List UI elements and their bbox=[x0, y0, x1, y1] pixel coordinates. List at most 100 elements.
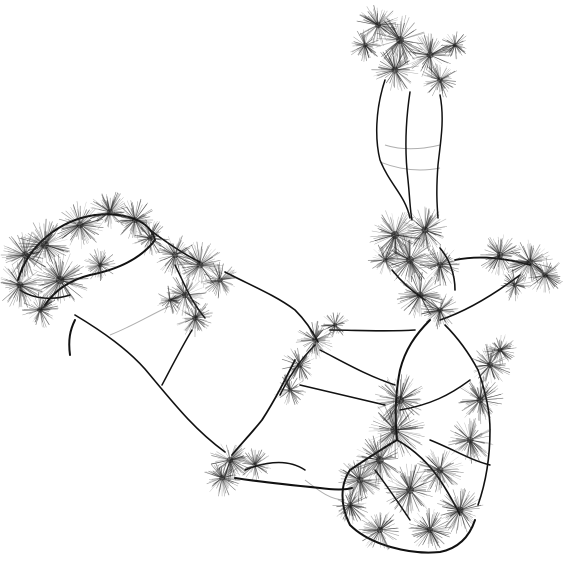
fiber-line bbox=[383, 70, 392, 74]
fiber-line bbox=[378, 26, 382, 44]
fiber-line bbox=[24, 239, 26, 254]
fiber-line bbox=[42, 306, 54, 310]
fiber-line bbox=[363, 480, 380, 487]
fiber-line bbox=[481, 382, 496, 398]
cluster-core bbox=[391, 231, 399, 239]
fiber-line bbox=[483, 385, 498, 398]
fiber-line bbox=[398, 414, 409, 426]
fiber-line bbox=[420, 524, 428, 530]
faint-edge bbox=[384, 144, 441, 150]
fiber-line bbox=[39, 303, 57, 311]
fiber-line bbox=[84, 260, 98, 265]
fiber-line bbox=[121, 207, 133, 218]
fiber-line bbox=[431, 526, 452, 531]
fiber-line bbox=[363, 462, 376, 470]
fiber-line bbox=[338, 505, 350, 513]
fiber-line bbox=[413, 242, 430, 258]
fiber-line bbox=[26, 254, 41, 258]
fiber-line bbox=[497, 257, 500, 274]
fiber-line bbox=[207, 280, 218, 284]
fiber-line bbox=[349, 504, 365, 517]
fiber-line bbox=[440, 257, 454, 265]
fiber-line bbox=[395, 401, 400, 429]
fiber-line bbox=[20, 289, 22, 301]
fiber-line bbox=[340, 475, 357, 480]
edge-bottomright-internal bbox=[429, 439, 491, 466]
fiber-line bbox=[252, 467, 255, 482]
fiber-line bbox=[144, 241, 149, 256]
fiber-line bbox=[398, 69, 415, 71]
fiber-line bbox=[23, 277, 32, 283]
fiber-line bbox=[470, 402, 478, 411]
fiber-line bbox=[422, 522, 429, 529]
fiber-line bbox=[435, 63, 440, 78]
fiber-line bbox=[500, 256, 510, 273]
fiber-line bbox=[412, 529, 427, 532]
fiber-line bbox=[442, 259, 449, 264]
fiber-line bbox=[315, 341, 321, 354]
fiber-line bbox=[186, 276, 195, 292]
fiber-line bbox=[300, 368, 303, 379]
fiber-line bbox=[359, 14, 375, 24]
fiber-line bbox=[25, 232, 33, 253]
fiber-line bbox=[376, 70, 395, 80]
fiber-line bbox=[48, 244, 61, 247]
fiber-line bbox=[417, 462, 438, 470]
fiber-line bbox=[100, 249, 105, 265]
fiber-line bbox=[472, 402, 478, 411]
fiber-line bbox=[3, 250, 25, 256]
fiber-line bbox=[360, 457, 369, 479]
fiber-line bbox=[298, 354, 301, 364]
fiber-line bbox=[408, 476, 411, 487]
fiber-line bbox=[187, 287, 203, 295]
fiber-line bbox=[311, 322, 315, 337]
fiber-line bbox=[498, 240, 500, 254]
fiber-line bbox=[440, 510, 458, 516]
fiber-line bbox=[456, 46, 466, 54]
fiber-line bbox=[164, 256, 175, 267]
fiber-line bbox=[45, 245, 68, 253]
fiber-line bbox=[443, 509, 460, 515]
fiber-line bbox=[111, 192, 119, 209]
fiber-line bbox=[70, 226, 79, 238]
fiber-line bbox=[169, 258, 174, 272]
fiber-line bbox=[414, 260, 433, 262]
fiber-line bbox=[411, 491, 423, 503]
fiber-line bbox=[487, 245, 499, 254]
fiber-line bbox=[137, 216, 151, 220]
fiber-line bbox=[440, 465, 464, 471]
cluster-core bbox=[466, 436, 474, 444]
fiber-line bbox=[369, 235, 392, 243]
fiber-line bbox=[396, 262, 409, 278]
fiber-line bbox=[387, 236, 394, 248]
fiber-line bbox=[381, 32, 398, 40]
fiber-line bbox=[379, 531, 381, 548]
fiber-line bbox=[380, 517, 382, 526]
fiber-line bbox=[380, 235, 395, 250]
fiber-line bbox=[392, 410, 395, 427]
fiber-line bbox=[379, 427, 390, 430]
fiber-line bbox=[194, 312, 214, 319]
fiber-line bbox=[395, 49, 399, 67]
fiber-line bbox=[304, 340, 314, 348]
fiber-line bbox=[372, 445, 378, 456]
fiber-line bbox=[350, 496, 364, 505]
cluster-fibers bbox=[0, 5, 563, 551]
fiber-line bbox=[42, 311, 49, 316]
fiber-line bbox=[70, 227, 78, 234]
fiber-line bbox=[428, 470, 436, 473]
fiber-line bbox=[222, 271, 235, 279]
fiber-line bbox=[12, 237, 23, 252]
fiber-line bbox=[397, 56, 408, 68]
fiber-line bbox=[506, 285, 515, 289]
fiber-line bbox=[32, 245, 43, 251]
fiber-line bbox=[440, 266, 448, 274]
fiber-line bbox=[467, 440, 471, 458]
fiber-line bbox=[334, 320, 349, 326]
fiber-line bbox=[454, 431, 469, 440]
fiber-line bbox=[401, 43, 409, 60]
fiber-line bbox=[224, 479, 231, 485]
fiber-line bbox=[431, 54, 449, 57]
fiber-line bbox=[223, 275, 234, 280]
fiber-line bbox=[377, 461, 381, 485]
